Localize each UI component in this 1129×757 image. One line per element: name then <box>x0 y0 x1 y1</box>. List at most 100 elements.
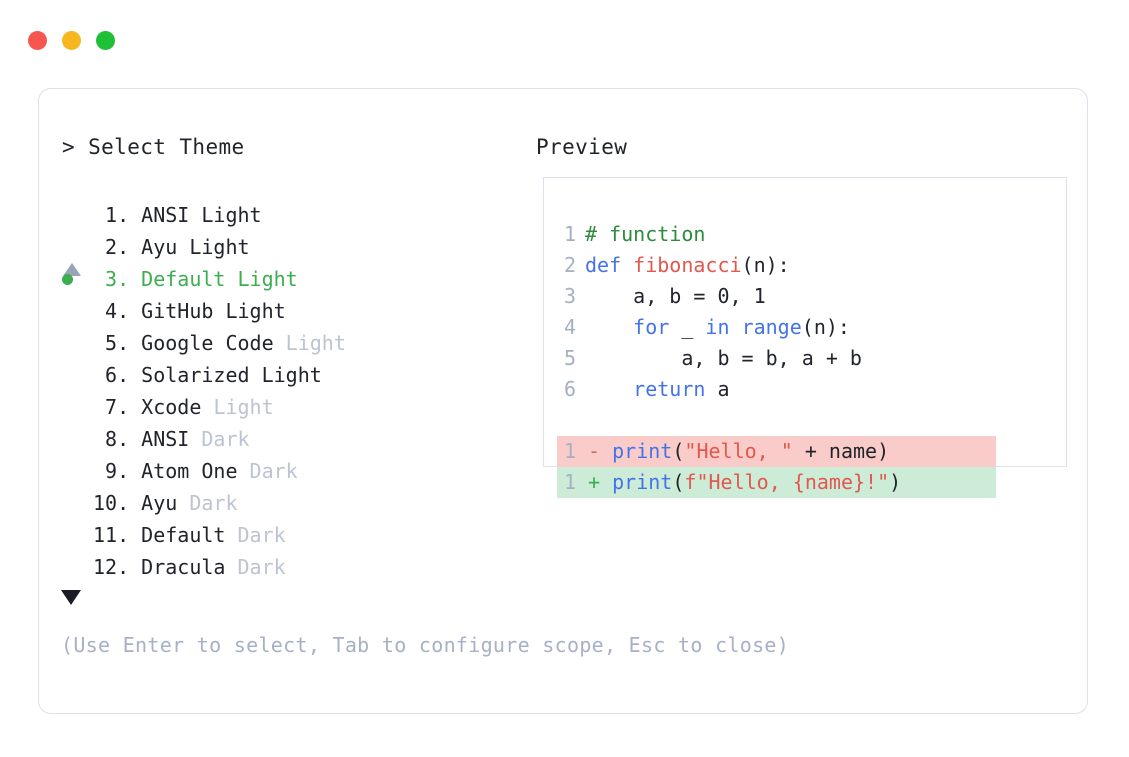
theme-item-variant: Dark <box>249 459 298 483</box>
code-token: + name) <box>792 439 890 463</box>
theme-list-item[interactable]: 2. Ayu Light <box>62 231 522 263</box>
code-token: # function <box>585 222 706 246</box>
code-line-number: 5 <box>563 346 576 370</box>
theme-list-item[interactable]: 4. GitHub Light <box>62 295 522 327</box>
code-blank-line <box>557 405 1066 436</box>
code-line: 6 return a <box>557 374 1066 405</box>
theme-item-number: 12. <box>93 555 130 579</box>
theme-list-item[interactable]: 5. Google Code Light <box>62 327 522 359</box>
code-token: a, b = 0, 1 <box>585 284 766 308</box>
theme-item-number: 7. <box>93 395 130 419</box>
theme-item-number: 11. <box>93 523 130 547</box>
theme-item-name: ANSI <box>141 427 190 451</box>
theme-item-variant: Dark <box>237 555 286 579</box>
code-line-number: 6 <box>563 377 576 401</box>
theme-item-variant: Light <box>261 363 322 387</box>
theme-item-name: Ayu <box>141 235 178 259</box>
theme-list-item[interactable]: 12. Dracula Dark <box>62 551 522 583</box>
code-token: in <box>705 315 730 339</box>
theme-item-variant: Light <box>213 395 274 419</box>
theme-item-name: Xcode <box>141 395 202 419</box>
theme-list-item[interactable]: 10. Ayu Dark <box>62 487 522 519</box>
theme-selector-card: > Select Theme Preview 1. ANSI Light 2. … <box>38 88 1088 714</box>
theme-item-number: 5. <box>93 331 130 355</box>
triangle-down-icon[interactable] <box>61 590 81 605</box>
code-token: a <box>705 377 730 401</box>
code-line-number: 4 <box>563 315 576 339</box>
code-token: ( <box>672 439 685 463</box>
theme-item-number: 2. <box>93 235 130 259</box>
code-token: def <box>585 253 634 277</box>
theme-list-item[interactable]: 11. Default Dark <box>62 519 522 551</box>
code-token: "Hello, " <box>684 439 793 463</box>
minimize-window-button[interactable] <box>62 31 81 50</box>
theme-list-item[interactable]: 7. Xcode Light <box>62 391 522 423</box>
code-token <box>585 315 633 339</box>
theme-list: 1. ANSI Light 2. Ayu Light 3. Default Li… <box>62 199 522 583</box>
theme-item-number: 3. <box>93 267 130 291</box>
diff-added-line: 1 + print(f"Hello, {name}!") <box>557 467 996 498</box>
diff-line-number: 1 <box>563 439 576 463</box>
code-token: for <box>633 315 670 339</box>
diff-removed-line: 1 - print("Hello, " + name) <box>557 436 996 467</box>
code-line: 3 a, b = 0, 1 <box>557 281 1066 312</box>
theme-item-number: 6. <box>93 363 130 387</box>
theme-item-text: 4. GitHub Light <box>62 295 286 327</box>
code-line: 4 for _ in range(n): <box>557 312 1066 343</box>
selected-bullet-icon <box>62 274 73 285</box>
theme-list-item[interactable]: 9. Atom One Dark <box>62 455 522 487</box>
theme-item-name: Solarized <box>141 363 250 387</box>
theme-item-name: Ayu <box>141 491 178 515</box>
theme-list-item[interactable]: 3. Default Light <box>62 263 522 295</box>
theme-item-name: Default <box>141 523 226 547</box>
code-token: print <box>612 470 673 494</box>
theme-list-item[interactable]: 6. Solarized Light <box>62 359 522 391</box>
theme-item-text: 9. Atom One Dark <box>62 455 298 487</box>
theme-item-text: 3. Default Light <box>62 263 298 295</box>
code-token <box>585 377 633 401</box>
code-token: f"Hello, {name}!" <box>684 470 890 494</box>
theme-list-item[interactable]: 8. ANSI Dark <box>62 423 522 455</box>
code-token: (n): <box>801 315 850 339</box>
triangle-up-icon[interactable] <box>63 263 81 276</box>
theme-item-name: ANSI <box>141 203 190 227</box>
theme-item-text: 2. Ayu Light <box>62 231 250 263</box>
code-token: (n): <box>741 253 790 277</box>
theme-item-variant: Light <box>189 235 250 259</box>
window-traffic-lights <box>28 31 115 50</box>
code-token: a, b = b, a + b <box>585 346 862 370</box>
close-window-button[interactable] <box>28 31 47 50</box>
preview-title: Preview <box>536 135 628 159</box>
code-token: fibonacci <box>633 253 742 277</box>
theme-item-text: 12. Dracula Dark <box>62 551 286 583</box>
theme-item-number: 1. <box>93 203 130 227</box>
maximize-window-button[interactable] <box>96 31 115 50</box>
theme-item-variant: Dark <box>201 427 250 451</box>
theme-item-name: Atom One <box>141 459 238 483</box>
code-line-number: 2 <box>563 253 576 277</box>
page-title: > Select Theme <box>62 135 245 159</box>
code-token: ( <box>672 470 685 494</box>
code-token: return <box>633 377 706 401</box>
theme-item-text: 11. Default Dark <box>62 519 286 551</box>
theme-item-variant: Light <box>237 267 298 291</box>
theme-item-name: Google Code <box>141 331 274 355</box>
theme-item-text: 10. Ayu Dark <box>62 487 238 519</box>
theme-item-variant: Light <box>285 331 346 355</box>
theme-item-text: 7. Xcode Light <box>62 391 274 423</box>
code-token: ) <box>889 470 902 494</box>
code-line-number: 1 <box>563 222 576 246</box>
code-line-number: 3 <box>563 284 576 308</box>
theme-item-variant: Dark <box>189 491 238 515</box>
code-line: 5 a, b = b, a + b <box>557 343 1066 374</box>
theme-item-variant: Light <box>225 299 286 323</box>
theme-item-name: Default <box>141 267 226 291</box>
code-token: _ <box>669 315 706 339</box>
theme-item-number: 4. <box>93 299 130 323</box>
code-line: 1 # function <box>557 219 1066 250</box>
diff-minus-sign: - <box>588 439 601 463</box>
theme-item-number: 8. <box>93 427 130 451</box>
theme-list-item[interactable]: 1. ANSI Light <box>62 199 522 231</box>
